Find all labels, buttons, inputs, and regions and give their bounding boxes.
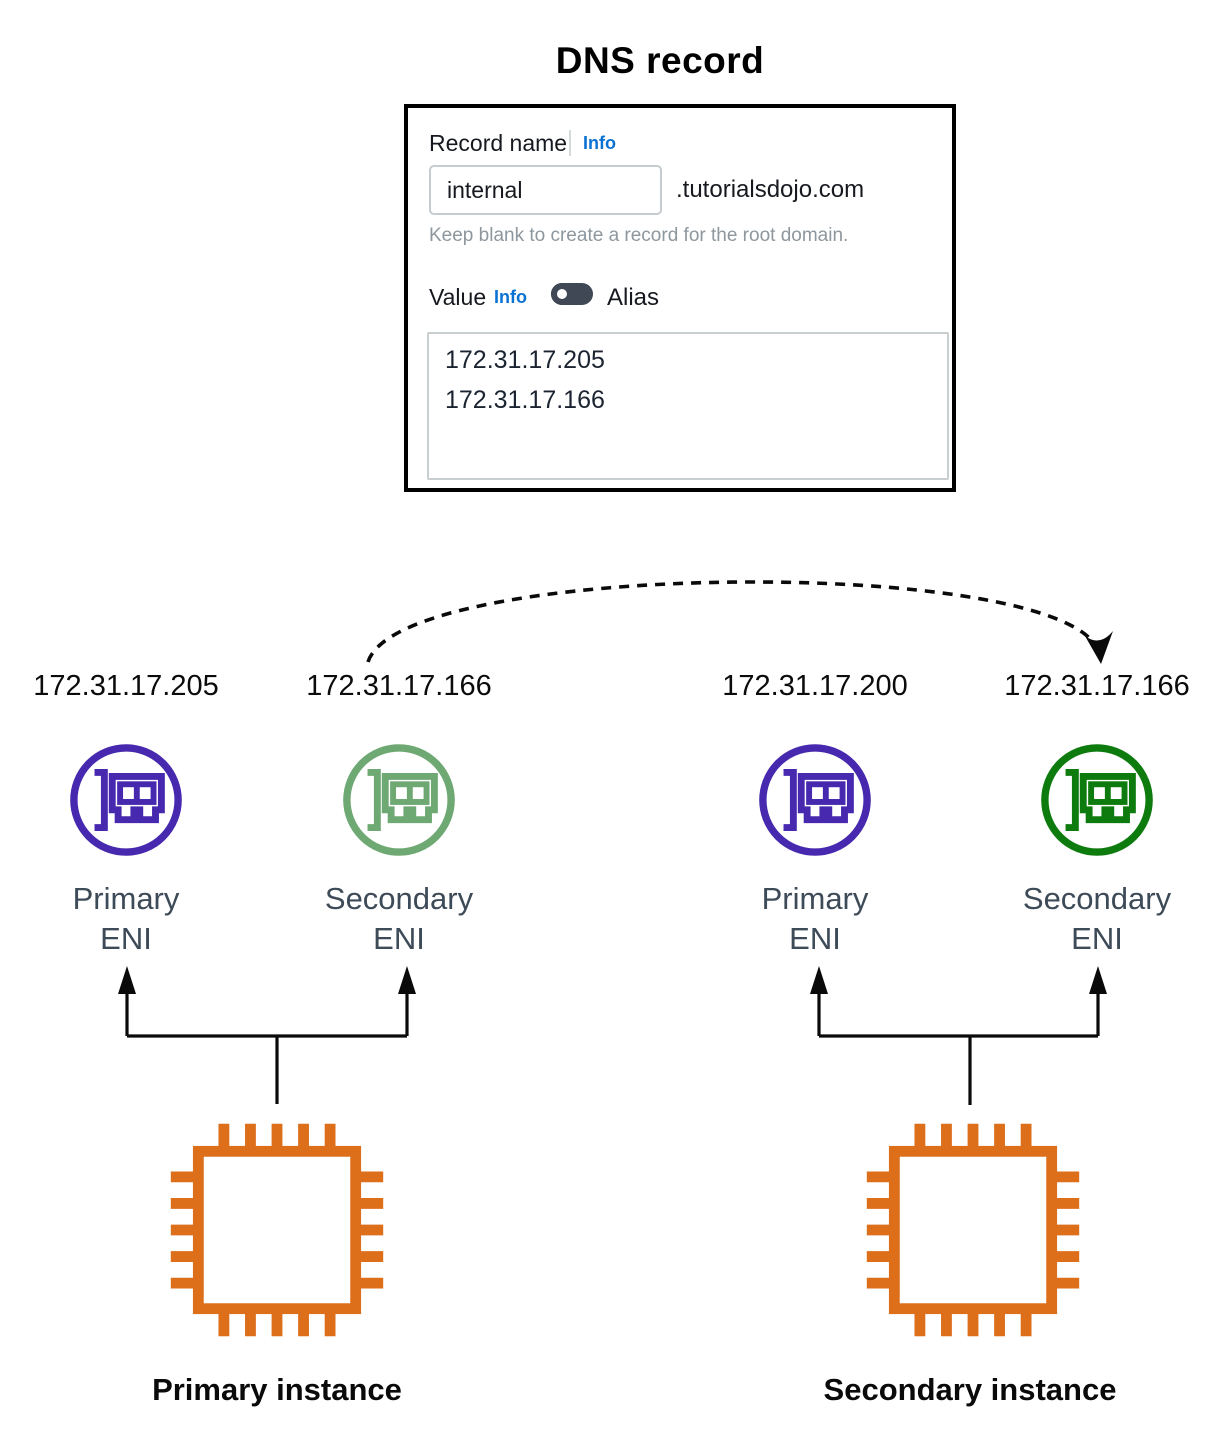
nic-bracket — [783, 769, 797, 831]
chip-pins-right — [355, 1171, 384, 1289]
eni-ip-label: 172.31.17.166 — [306, 670, 492, 702]
primary-instance-label: Primary instance — [152, 1372, 402, 1407]
diagram-title: DNS record — [555, 40, 765, 81]
eni-block-secondary-2: 172.31.17.166 Secondary ENI — [947, 668, 1221, 959]
nic-bracket — [367, 769, 381, 831]
eni-name-line2: ENI — [100, 921, 152, 956]
cpu-chip-icon-secondary — [866, 1123, 1080, 1337]
eni-circle — [343, 744, 455, 856]
dns-record-panel: Record name Info .tutorialsdojo.com Keep… — [404, 104, 956, 492]
chip-body — [192, 1145, 362, 1315]
eni-block-primary-1: 172.31.17.205 Primary ENI — [0, 668, 276, 959]
value-info-link[interactable]: Info — [494, 287, 527, 307]
arrowhead-primary-eni-1 — [118, 966, 136, 994]
secondary-instance-label: Secondary instance — [823, 1372, 1117, 1407]
eni-name-line2: ENI — [1071, 921, 1123, 956]
network-card-icon — [70, 744, 182, 856]
domain-suffix: .tutorialsdojo.com — [676, 176, 865, 203]
arrowhead-secondary-eni-1 — [398, 966, 416, 994]
primary-instance-connector — [125, 992, 409, 1104]
value-textarea[interactable]: 172.31.17.205 172.31.17.166 — [427, 332, 949, 480]
eni-name-label: Primary ENI — [0, 879, 276, 959]
eni-circle — [70, 744, 182, 856]
chip-pins-bottom — [914, 1308, 1032, 1337]
eni-name-line1: Primary — [72, 881, 180, 916]
eni-circle — [1041, 744, 1153, 856]
eni-name-label: Secondary ENI — [947, 879, 1221, 959]
record-name-helper-text: Keep blank to create a record for the ro… — [429, 225, 849, 246]
nic-card — [381, 772, 438, 824]
nic-card — [1079, 772, 1136, 824]
eni-name-line2: ENI — [789, 921, 841, 956]
nic-ports — [390, 781, 430, 805]
dns-failover-dashed-arrow — [366, 580, 1100, 663]
cpu-chip-icon-primary — [170, 1123, 384, 1337]
network-card-icon — [1041, 744, 1153, 856]
eni-circle — [759, 744, 871, 856]
nic-card — [797, 772, 854, 824]
eni-name-label: Primary ENI — [665, 879, 965, 959]
eni-ip-label: 172.31.17.200 — [722, 670, 908, 702]
chip-pins-bottom — [218, 1308, 336, 1337]
record-name-info-link[interactable]: Info — [583, 133, 616, 153]
chip-body — [888, 1145, 1058, 1315]
nic-ports — [806, 781, 846, 805]
nic-ports — [1088, 781, 1128, 805]
eni-block-secondary-1: 172.31.17.166 Secondary ENI — [249, 668, 549, 959]
eni-ip-label: 172.31.17.166 — [1004, 670, 1190, 702]
value-label: Value — [429, 284, 487, 310]
network-card-icon — [759, 744, 871, 856]
eni-name-line2: ENI — [373, 921, 425, 956]
alias-label: Alias — [607, 284, 660, 311]
eni-name-line1: Secondary — [1022, 881, 1172, 916]
record-name-label: Record name — [429, 130, 568, 156]
chip-pins-right — [1051, 1171, 1080, 1289]
nic-bracket — [94, 769, 108, 831]
nic-ports — [117, 781, 157, 805]
eni-name-line1: Secondary — [324, 881, 474, 916]
chip-pins-left — [866, 1171, 895, 1289]
eni-name-line1: Primary — [761, 881, 869, 916]
chip-pins-top — [218, 1123, 336, 1152]
secondary-instance-connector — [817, 992, 1100, 1105]
eni-ip-label: 172.31.17.205 — [33, 670, 219, 702]
alias-toggle-knob — [551, 283, 573, 305]
chip-pins-top — [914, 1123, 1032, 1152]
alias-toggle[interactable] — [551, 283, 593, 305]
arrowhead-primary-eni-2 — [810, 966, 828, 994]
arrowhead-secondary-eni-2 — [1089, 966, 1107, 994]
nic-bracket — [1065, 769, 1079, 831]
chip-pins-left — [170, 1171, 199, 1289]
dns-failover-arrowhead — [1085, 631, 1113, 664]
eni-block-primary-2: 172.31.17.200 Primary ENI — [665, 668, 965, 959]
nic-card — [108, 772, 165, 824]
eni-name-label: Secondary ENI — [249, 879, 549, 959]
record-name-input[interactable] — [429, 165, 662, 215]
network-card-icon — [343, 744, 455, 856]
label-divider — [569, 130, 571, 156]
